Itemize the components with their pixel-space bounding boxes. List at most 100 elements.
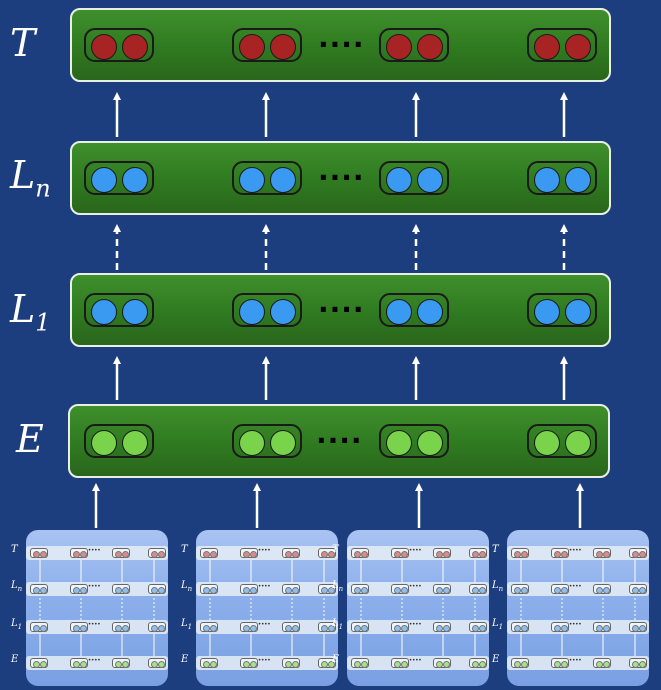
thumb-token-dot bbox=[115, 586, 122, 594]
thumb-ellipsis: ···· bbox=[258, 582, 271, 592]
thumb-token-pair bbox=[148, 622, 166, 632]
thumb-token-dot bbox=[115, 660, 122, 668]
thumb-token-dot bbox=[158, 550, 165, 558]
thumb-token-dot bbox=[40, 586, 47, 594]
thumb-token-dot bbox=[321, 550, 328, 558]
thumb-token-dot bbox=[40, 660, 47, 668]
thumb-layer-label: T bbox=[11, 544, 18, 555]
thumb-token-dot bbox=[151, 550, 158, 558]
thumb-layer-label: T bbox=[332, 544, 339, 555]
token-pair bbox=[232, 293, 302, 327]
thumb-label-base: L bbox=[332, 618, 339, 629]
thumb-token-dot bbox=[250, 586, 257, 594]
thumbnail-stack: ················ bbox=[507, 530, 649, 686]
thumb-token-pair bbox=[511, 658, 529, 668]
thumb-token-dot bbox=[285, 624, 292, 632]
thumb-token-pair bbox=[30, 548, 48, 558]
token-dot bbox=[122, 167, 148, 193]
thumb-layer: ···· bbox=[196, 582, 338, 596]
thumb-token-pair bbox=[318, 548, 336, 558]
thumb-token-dot bbox=[203, 624, 210, 632]
thumb-token-pair bbox=[433, 622, 451, 632]
thumb-layer-label: Ln bbox=[492, 580, 503, 593]
thumb-token-dot bbox=[80, 624, 87, 632]
thumb-token-pair bbox=[112, 584, 130, 594]
thumb-token-pair bbox=[70, 658, 88, 668]
thumb-arrows bbox=[39, 560, 155, 656]
thumb-token-dot bbox=[115, 550, 122, 558]
thumb-token-dot bbox=[285, 550, 292, 558]
token-dot bbox=[270, 34, 296, 60]
thumb-token-dot bbox=[472, 624, 479, 632]
thumb-label-base: L bbox=[11, 580, 18, 591]
token-dot bbox=[270, 167, 296, 193]
thumb-ellipsis: ···· bbox=[569, 546, 582, 556]
thumb-token-dot bbox=[80, 660, 87, 668]
token-dot bbox=[386, 34, 412, 60]
thumb-token-pair bbox=[112, 622, 130, 632]
token-dot bbox=[417, 167, 443, 193]
thumb-token-pair bbox=[469, 622, 487, 632]
thumb-token-dot bbox=[122, 624, 129, 632]
token-dot bbox=[534, 167, 560, 193]
thumb-ellipsis: ···· bbox=[88, 656, 101, 666]
thumb-token-pair bbox=[200, 584, 218, 594]
thumb-token-dot bbox=[285, 586, 292, 594]
thumb-token-dot bbox=[151, 624, 158, 632]
thumb-ellipsis: ···· bbox=[258, 656, 271, 666]
thumb-token-dot bbox=[285, 660, 292, 668]
thumb-label-base: E bbox=[332, 654, 340, 665]
thumb-token-dot bbox=[203, 550, 210, 558]
thumb-layer-label: L1 bbox=[332, 618, 343, 631]
thumb-layer: ···· bbox=[26, 546, 168, 560]
thumb-ellipsis: ···· bbox=[258, 546, 271, 556]
token-pair bbox=[527, 161, 597, 195]
thumb-token-dot bbox=[354, 660, 361, 668]
thumb-ellipsis: ···· bbox=[409, 546, 422, 556]
thumb-token-dot bbox=[321, 660, 328, 668]
thumb-layer: ···· bbox=[347, 546, 489, 560]
thumb-token-dot bbox=[250, 550, 257, 558]
thumb-ellipsis: ···· bbox=[88, 582, 101, 592]
thumb-token-dot bbox=[158, 660, 165, 668]
thumb-token-dot bbox=[639, 660, 646, 668]
thumb-token-dot bbox=[122, 550, 129, 558]
thumb-layer-label: Ln bbox=[181, 580, 192, 593]
thumb-token-pair bbox=[282, 584, 300, 594]
thumb-token-dot bbox=[639, 624, 646, 632]
token-dot bbox=[91, 430, 117, 456]
thumb-token-dot bbox=[632, 550, 639, 558]
thumb-token-pair bbox=[433, 548, 451, 558]
thumb-token-dot bbox=[596, 550, 603, 558]
token-dot bbox=[122, 430, 148, 456]
thumb-token-dot bbox=[80, 550, 87, 558]
thumb-token-dot bbox=[639, 586, 646, 594]
thumb-token-dot bbox=[521, 624, 528, 632]
thumb-token-pair bbox=[551, 658, 569, 668]
token-pair bbox=[527, 293, 597, 327]
thumb-token-pair bbox=[351, 584, 369, 594]
thumb-token-pair bbox=[469, 658, 487, 668]
thumb-label-base: L bbox=[332, 580, 339, 591]
thumb-token-dot bbox=[292, 550, 299, 558]
thumb-token-dot bbox=[122, 660, 129, 668]
token-pair bbox=[84, 28, 154, 62]
thumb-token-dot bbox=[632, 586, 639, 594]
token-dot bbox=[239, 299, 265, 325]
thumb-token-pair bbox=[391, 548, 409, 558]
thumb-token-dot bbox=[394, 660, 401, 668]
token-dot bbox=[386, 299, 412, 325]
thumb-layer: ···· bbox=[347, 656, 489, 670]
token-dot bbox=[386, 430, 412, 456]
thumb-token-pair bbox=[30, 658, 48, 668]
thumb-layer: ···· bbox=[26, 582, 168, 596]
token-dot bbox=[239, 430, 265, 456]
thumb-token-pair bbox=[469, 584, 487, 594]
thumb-token-dot bbox=[354, 550, 361, 558]
thumb-token-pair bbox=[551, 584, 569, 594]
thumb-token-dot bbox=[472, 586, 479, 594]
token-dot bbox=[239, 34, 265, 60]
thumb-token-pair bbox=[282, 658, 300, 668]
thumb-token-dot bbox=[361, 550, 368, 558]
